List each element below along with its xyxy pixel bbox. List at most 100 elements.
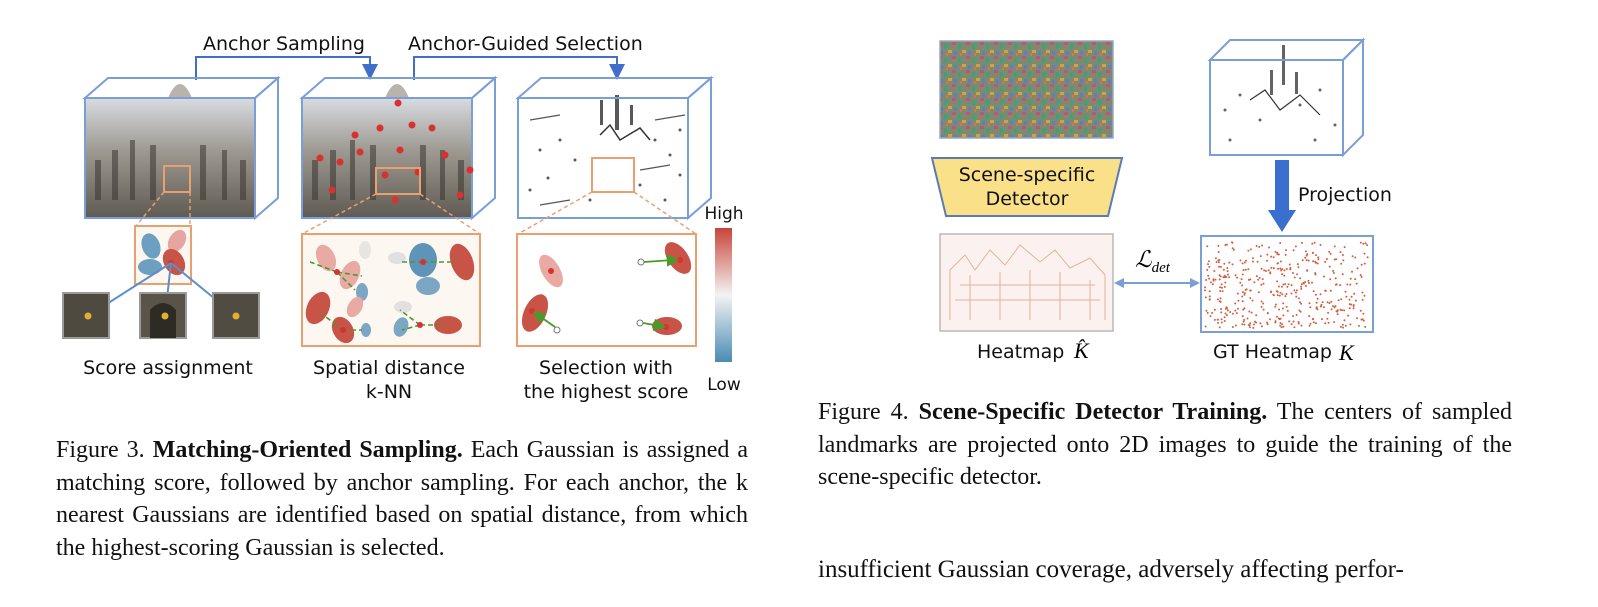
gt-heatmap-dot [1319, 293, 1322, 296]
gt-heatmap-dot [1241, 295, 1244, 298]
gt-heatmap-dot [1224, 244, 1227, 246]
gt-heatmap-dot [1258, 276, 1261, 279]
gt-heatmap-dot [1289, 266, 1292, 269]
gt-heatmap-dot [1220, 318, 1223, 321]
gt-heatmap-dot [1331, 305, 1334, 308]
gt-heatmap-dot [1345, 295, 1348, 298]
projection-arrow [1268, 160, 1296, 232]
point-cloud-image [1210, 60, 1343, 155]
gt-heatmap-dot [1266, 323, 1269, 326]
gt-heatmap-dot [1247, 268, 1250, 271]
gt-heatmap-dot [1280, 269, 1283, 272]
gt-heatmap-dot [1300, 285, 1303, 288]
gt-heatmap-dot [1348, 303, 1351, 306]
gt-heatmap-dot [1248, 326, 1251, 329]
gt-heatmap-dot [1329, 278, 1332, 281]
gt-heatmap-dot [1239, 281, 1242, 284]
gt-heatmap-dot [1293, 276, 1296, 279]
gt-heatmap-dot [1241, 273, 1244, 276]
gt-heatmap-dot [1274, 303, 1277, 306]
gt-heatmap-dot [1220, 311, 1223, 314]
gt-heatmap-dot [1216, 318, 1219, 321]
gt-heatmap-dot [1361, 291, 1364, 294]
gt-heatmap-dot [1266, 321, 1268, 324]
gt-heatmap-dot [1341, 309, 1343, 312]
gt-heatmap-dot [1305, 254, 1308, 257]
gt-heatmap-dot [1301, 259, 1304, 262]
gt-heatmap-dot [1319, 305, 1322, 308]
gt-heatmap-dot [1321, 301, 1324, 304]
gt-heatmap-dot [1282, 307, 1284, 310]
gt-heatmap-dot [1299, 310, 1302, 313]
gt-heatmap-dot [1359, 241, 1362, 244]
gt-heatmap-dot [1284, 295, 1287, 298]
gt-heatmap-dot [1323, 306, 1325, 309]
gt-heatmap-image [1200, 235, 1374, 333]
gt-heatmap-dot [1361, 298, 1364, 301]
gt-heatmap-dot [1306, 269, 1309, 272]
gt-heatmap-dot [1236, 292, 1239, 295]
gt-heatmap-dot [1223, 316, 1226, 319]
gt-heatmap-dot [1354, 256, 1357, 259]
gt-heatmap-dot [1298, 309, 1301, 312]
building-image [85, 98, 255, 218]
gt-heatmap-dot [1328, 265, 1331, 268]
gt-heatmap-dot [1225, 243, 1228, 246]
gt-heatmap-dot [1234, 274, 1237, 277]
gt-heatmap-dot [1218, 278, 1221, 281]
gt-heatmap-dot [1237, 299, 1240, 302]
gt-heatmap-dot [1295, 314, 1298, 316]
gt-heatmap-dot [1285, 305, 1288, 308]
gt-heatmap-dot [1256, 260, 1259, 263]
gt-heatmap-dot [1243, 323, 1246, 326]
gt-heatmap-dot [1231, 263, 1234, 266]
selection-label-line1: Selection with [539, 357, 673, 379]
gt-heatmap-dot [1214, 278, 1217, 281]
gt-heatmap-dot [1246, 317, 1249, 320]
gt-heatmap-dot [1304, 256, 1307, 259]
gt-heatmap-dot [1284, 283, 1287, 286]
gt-heatmap-dot [1339, 251, 1342, 254]
gt-heatmap-dot [1352, 305, 1355, 307]
gt-heatmap-dot [1279, 322, 1282, 324]
gt-heatmap-dot [1315, 307, 1318, 310]
gt-heatmap-dot [1270, 290, 1273, 293]
gt-heatmap-dot [1276, 262, 1279, 265]
gt-heatmap-dot [1225, 306, 1228, 309]
gt-heatmap-dot [1267, 269, 1270, 272]
gt-heatmap-dot [1283, 274, 1286, 277]
gt-heatmap-dot [1225, 276, 1228, 278]
gt-heatmap-dot [1349, 277, 1352, 280]
gt-heatmap-dot [1300, 324, 1303, 327]
heatmap-symbol: K̂ [1073, 338, 1090, 363]
gt-heatmap-dot [1356, 267, 1359, 270]
gt-heatmap-dot [1276, 253, 1279, 256]
gt-heatmap-dot [1277, 267, 1280, 270]
anchor-sampling-label: Anchor Sampling [203, 33, 365, 55]
scene-specific-detector-block [930, 157, 1124, 217]
gt-heatmap-dot [1228, 276, 1231, 279]
gt-heatmap-dot [1280, 326, 1283, 329]
gt-heatmap-dot [1261, 244, 1264, 247]
gt-heatmap-dot [1284, 253, 1287, 256]
gt-heatmap-dot [1207, 274, 1210, 277]
gt-heatmap-dot [1272, 293, 1275, 296]
gt-heatmap-dot [1351, 270, 1353, 273]
gt-heatmap-dot [1304, 281, 1307, 283]
gt-heatmap-dot [1360, 318, 1363, 321]
gt-heatmap-dot [1279, 260, 1282, 263]
gt-heatmap-dot [1262, 308, 1265, 311]
gt-heatmap-dot [1249, 289, 1252, 292]
gt-heatmap-dot [1363, 262, 1366, 265]
gt-heatmap-dot [1324, 260, 1327, 263]
body-text-line: insufficient Gaussian coverage, adversel… [818, 556, 1404, 583]
colorbar-high-label: High [704, 204, 743, 224]
gt-heatmap-dot [1272, 267, 1275, 270]
gt-heatmap-dot [1248, 310, 1251, 313]
gt-heatmap-dot [1249, 322, 1252, 325]
gt-heatmap-dot [1262, 302, 1265, 305]
gt-heatmap-dot [1265, 270, 1267, 272]
gt-heatmap-dot [1266, 253, 1269, 256]
gt-heatmap-dot [1279, 291, 1282, 294]
gt-heatmap-dot [1339, 325, 1342, 328]
